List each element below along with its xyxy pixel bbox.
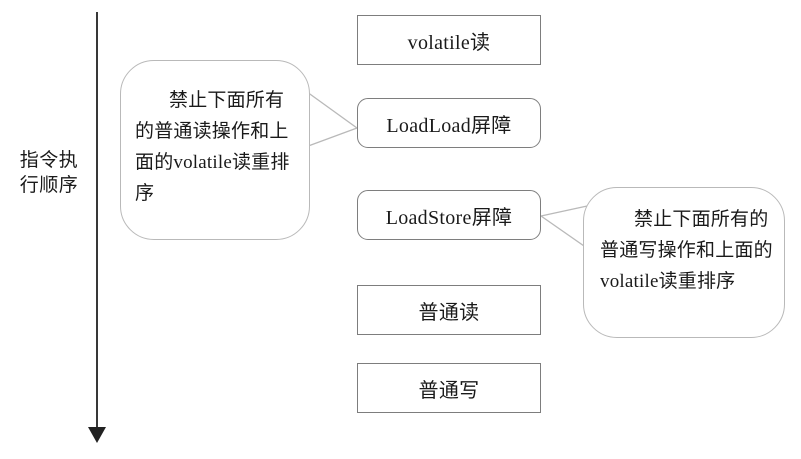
box-loadload-barrier[interactable]: LoadLoad屏障 bbox=[357, 98, 541, 148]
callout-loadload-note-text: 禁止下面所有的普通读操作和上面的volatile读重排序 bbox=[135, 90, 290, 204]
execution-order-label: 指令执 行顺序 bbox=[19, 150, 79, 196]
box-loadstore-barrier[interactable]: LoadStore屏障 bbox=[357, 190, 541, 240]
callout-loadload-note[interactable]: 禁止下面所有的普通读操作和上面的volatile读重排序 bbox=[120, 60, 310, 240]
callout-loadstore-note-text: 禁止下面所有的普通写操作和上面的volatile读重排序 bbox=[600, 209, 773, 292]
box-normal-write[interactable]: 普通写 bbox=[357, 363, 541, 413]
box-volatile-read[interactable]: volatile读 bbox=[357, 15, 541, 65]
execution-order-arrow bbox=[88, 12, 106, 443]
execution-order-arrow-head bbox=[88, 427, 106, 443]
box-normal-read[interactable]: 普通读 bbox=[357, 285, 541, 335]
callout-loadstore-note[interactable]: 禁止下面所有的普通写操作和上面的volatile读重排序 bbox=[583, 187, 785, 338]
